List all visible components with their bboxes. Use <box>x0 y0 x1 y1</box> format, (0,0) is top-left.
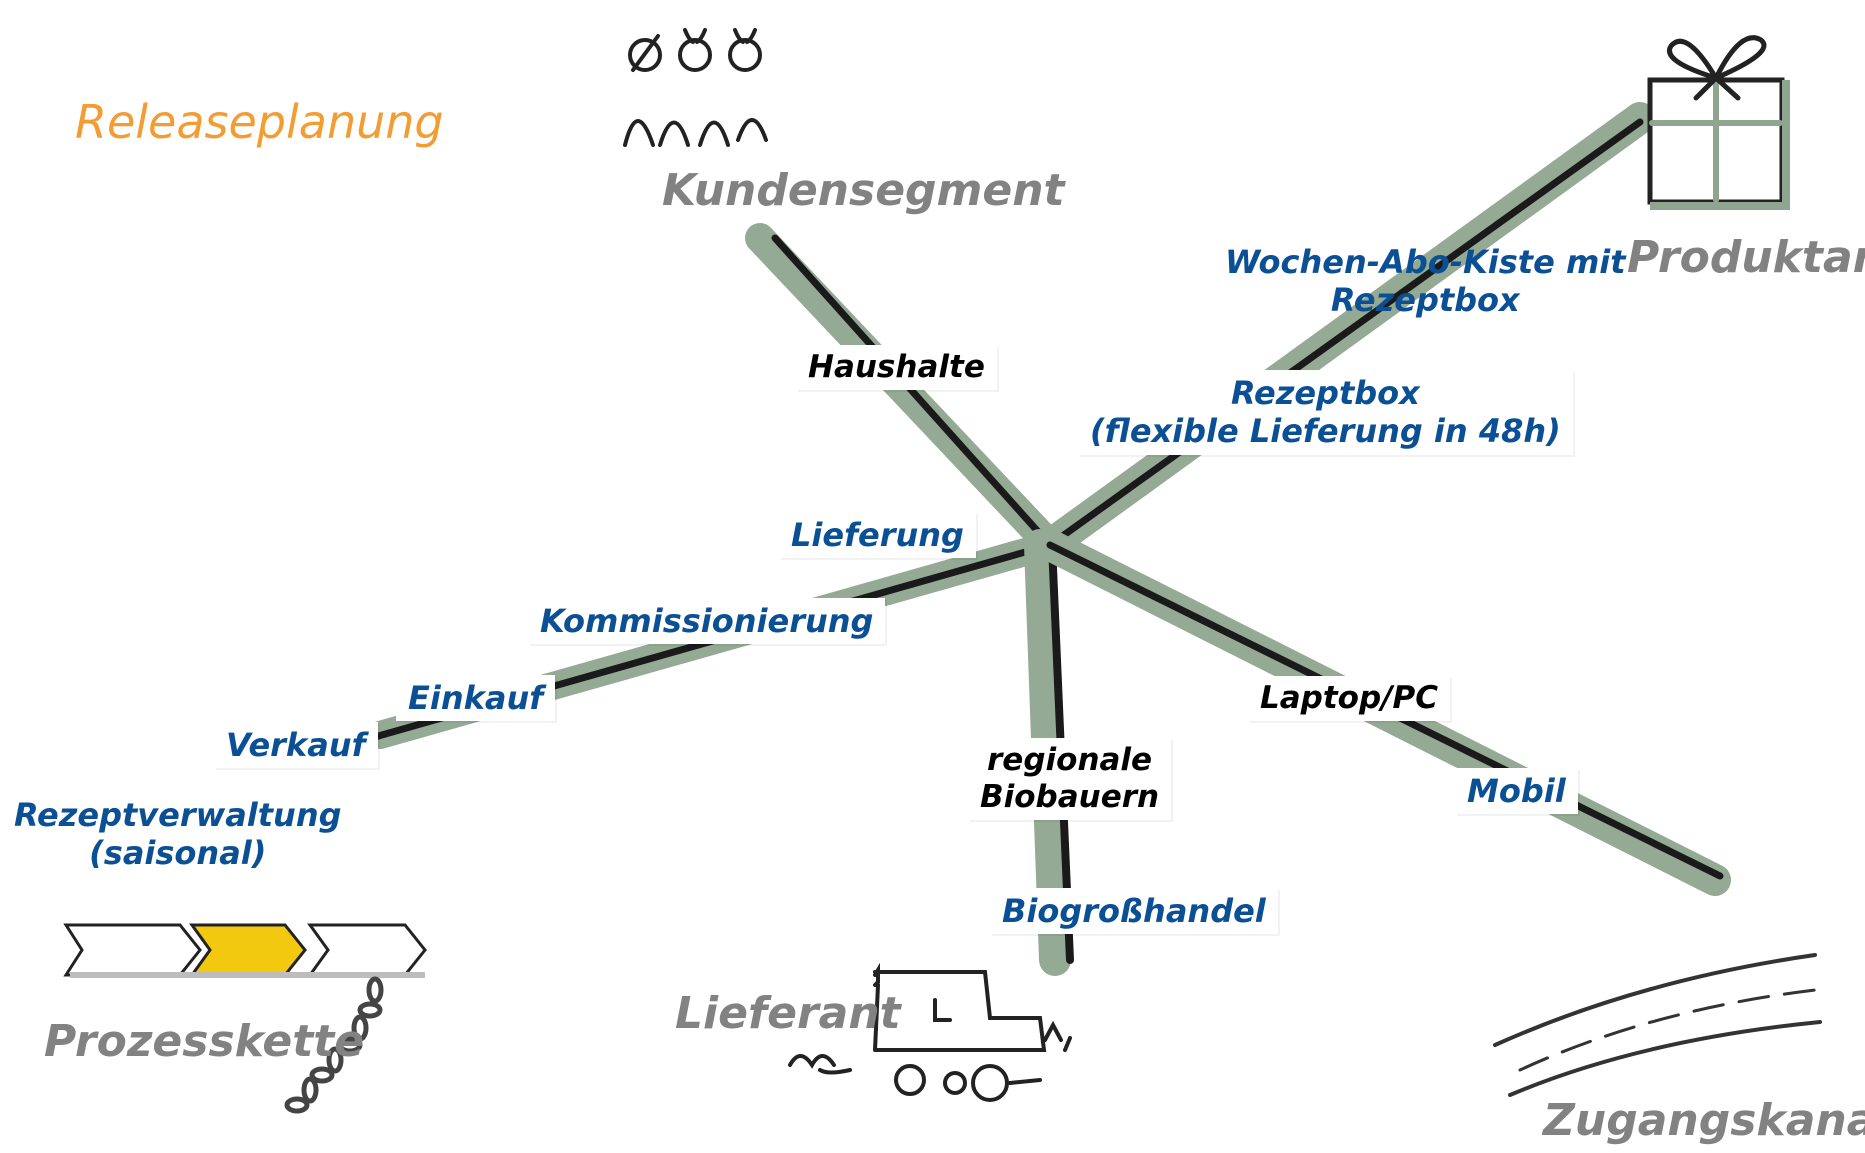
value-haushalte: Haushalte <box>796 345 997 391</box>
value-rezeptbox-line2: (flexible Lieferung in 48h) <box>1090 412 1561 451</box>
value-kommissionierung: Kommissionierung <box>528 598 886 645</box>
value-wochen-abo-kiste: Wochen-Abo-Kiste mit Rezeptbox <box>1225 243 1626 320</box>
axis-label-lieferant: Lieferant <box>675 988 901 1039</box>
value-verkauf: Verkauf <box>214 722 378 769</box>
road-icon <box>1493 953 1822 1097</box>
value-laptop-pc: Laptop/PC <box>1248 676 1450 722</box>
value-rezeptbox: Rezeptbox (flexible Lieferung in 48h) <box>1078 370 1573 455</box>
axis-label-prozesskette: Prozesskette <box>44 1016 365 1067</box>
axis-label-kundensegment: Kundensegment <box>662 165 1065 216</box>
value-rezeptbox-line1: Rezeptbox <box>1230 374 1420 412</box>
value-wochen-abo-line2: Rezeptbox <box>1330 281 1520 320</box>
gift-box-icon <box>1647 35 1790 210</box>
process-chain-icon <box>63 923 427 1114</box>
tractor-icon <box>788 962 1072 1102</box>
page-title: Releaseplanung <box>75 95 444 149</box>
axis-produktart-ink <box>1046 118 1644 549</box>
axis-label-produktart: Produktart <box>1627 232 1865 283</box>
value-rezeptverwaltung-line1: Rezeptverwaltung <box>14 796 342 834</box>
value-regionale-line1: regionale <box>987 742 1153 778</box>
value-rezeptverwaltung: Rezeptverwaltung (saisonal) <box>14 796 342 873</box>
value-biogrosshandel: Biogroßhandel <box>990 888 1278 935</box>
value-lieferung: Lieferung <box>779 512 976 559</box>
value-mobil: Mobil <box>1455 768 1578 815</box>
value-einkauf: Einkauf <box>396 675 556 722</box>
value-rezeptverwaltung-line2: (saisonal) <box>89 834 267 873</box>
value-wochen-abo-line1: Wochen-Abo-Kiste mit <box>1225 243 1626 281</box>
axis-kundensegment-ink <box>771 234 1054 549</box>
axis-label-zugangskanal: Zugangskanal <box>1543 1095 1865 1146</box>
value-regionale-line2: Biobauern <box>980 779 1160 816</box>
value-regionale-biobauern: regionale Biobauern <box>968 738 1172 821</box>
people-icon <box>623 28 768 147</box>
